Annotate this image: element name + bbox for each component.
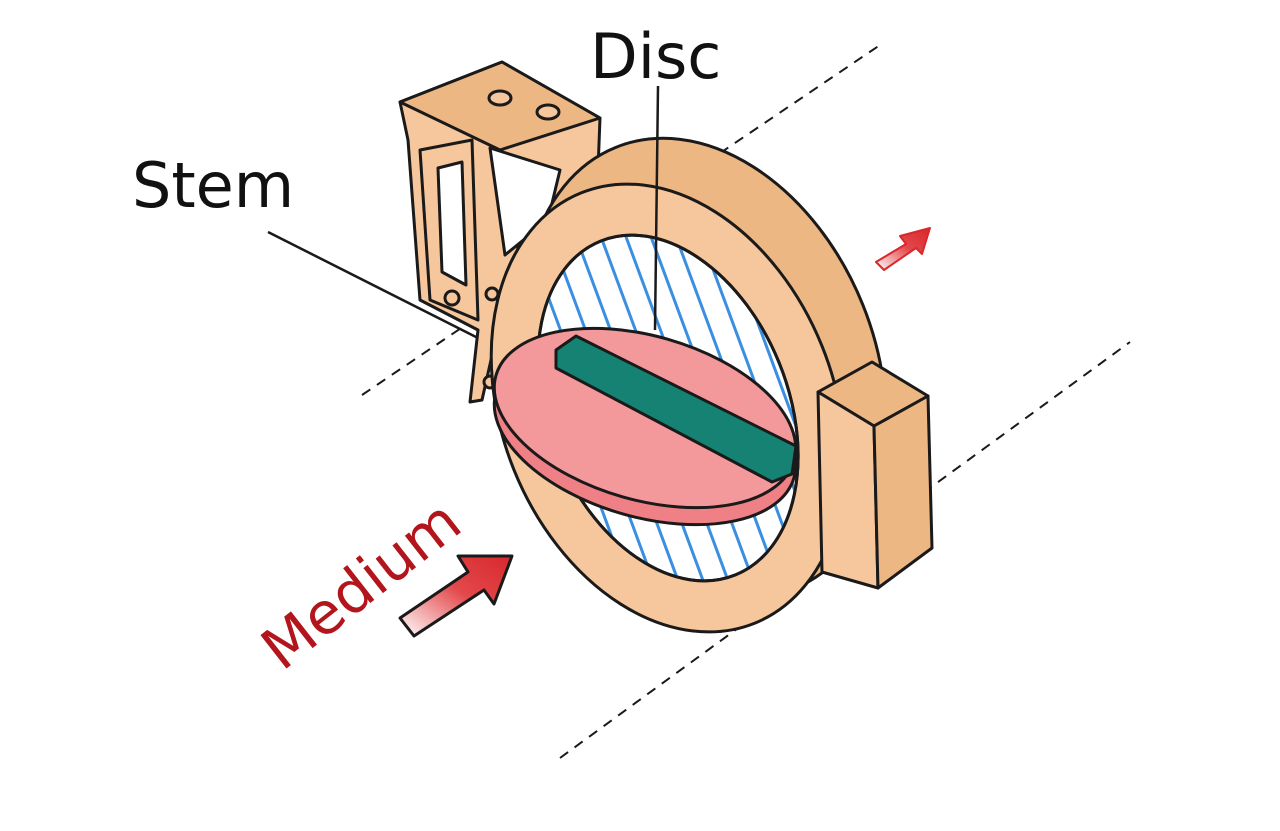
leader-lines xyxy=(267,85,660,340)
bolt-hole xyxy=(535,103,561,121)
bolt-hole xyxy=(443,289,461,307)
stem-leader-line xyxy=(267,230,479,340)
disc-label: Disc xyxy=(590,20,721,93)
side-boss xyxy=(816,360,934,590)
flow-in-arrow-icon xyxy=(398,554,514,638)
bolt-hole xyxy=(484,286,500,302)
stem-bar xyxy=(554,334,798,484)
disc-leader-line xyxy=(653,85,660,331)
mounting-bracket xyxy=(398,60,602,404)
stem-label: Stem xyxy=(132,149,294,222)
bolt-hole xyxy=(487,89,513,107)
flow-out-arrow-icon xyxy=(875,227,931,271)
valve-disc xyxy=(492,326,798,527)
pipe-bottom-line xyxy=(559,341,1131,759)
medium-label: Medium xyxy=(249,487,474,683)
